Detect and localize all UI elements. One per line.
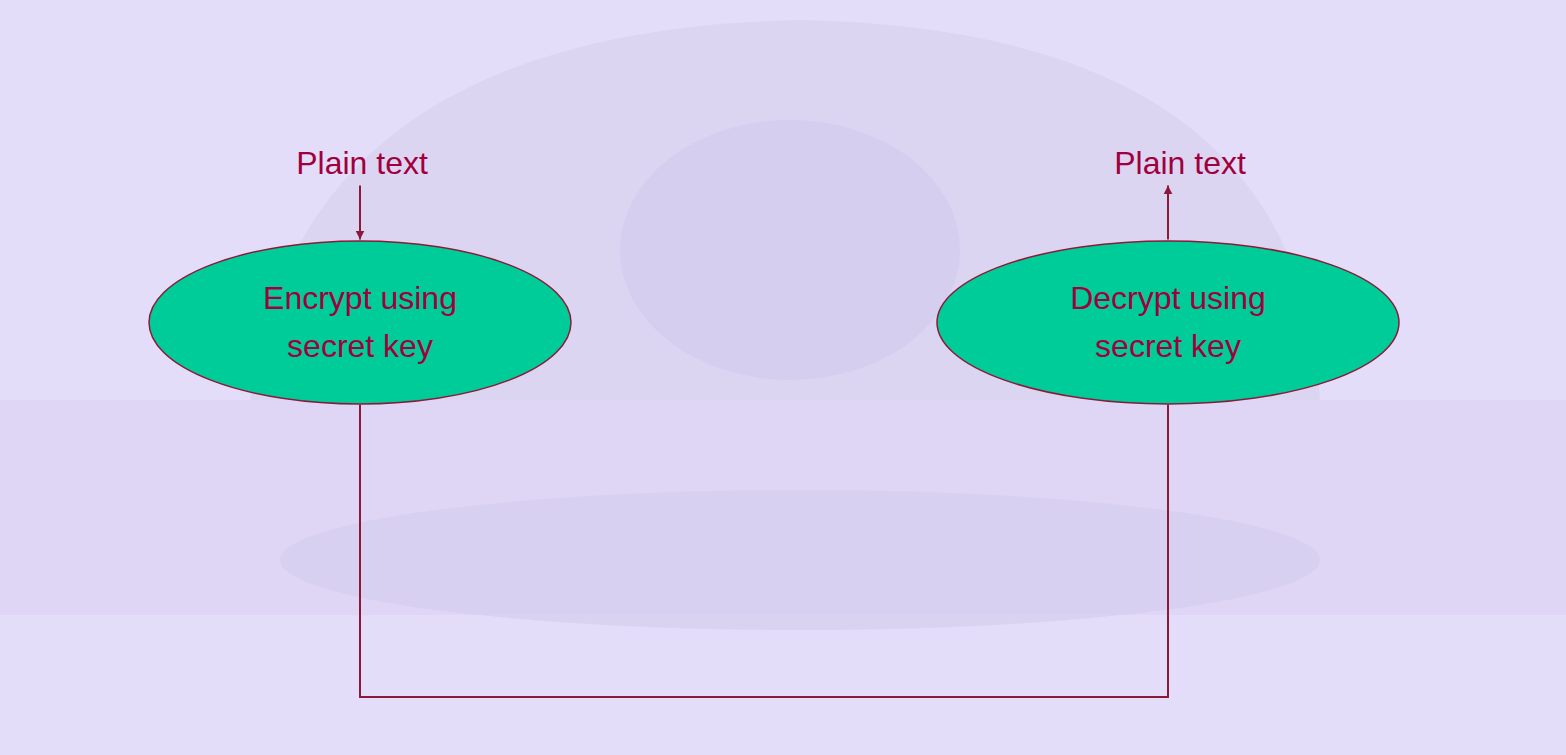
text-node: Plain text bbox=[290, 141, 434, 186]
ellipse-outline bbox=[148, 240, 572, 405]
faded-pool bbox=[280, 490, 1320, 630]
arrow bbox=[1167, 185, 1169, 239]
node-label: Plain text bbox=[296, 145, 428, 182]
text-node: Plain text bbox=[1108, 141, 1252, 186]
process-ellipse: Decrypt using secret key bbox=[936, 240, 1400, 405]
node-label: Encrypt using secret key bbox=[225, 274, 495, 370]
ellipse-outline bbox=[936, 240, 1400, 405]
ellipse-shape bbox=[937, 241, 1399, 404]
ellipse-shape bbox=[149, 241, 571, 404]
arrow bbox=[359, 185, 361, 239]
node-label: Plain text bbox=[1114, 145, 1246, 182]
faded-sculpture bbox=[620, 120, 960, 380]
node-label: Decrypt using secret key bbox=[1033, 274, 1303, 370]
process-ellipse: Encrypt using secret key bbox=[148, 240, 572, 405]
connector-line bbox=[360, 405, 1168, 698]
